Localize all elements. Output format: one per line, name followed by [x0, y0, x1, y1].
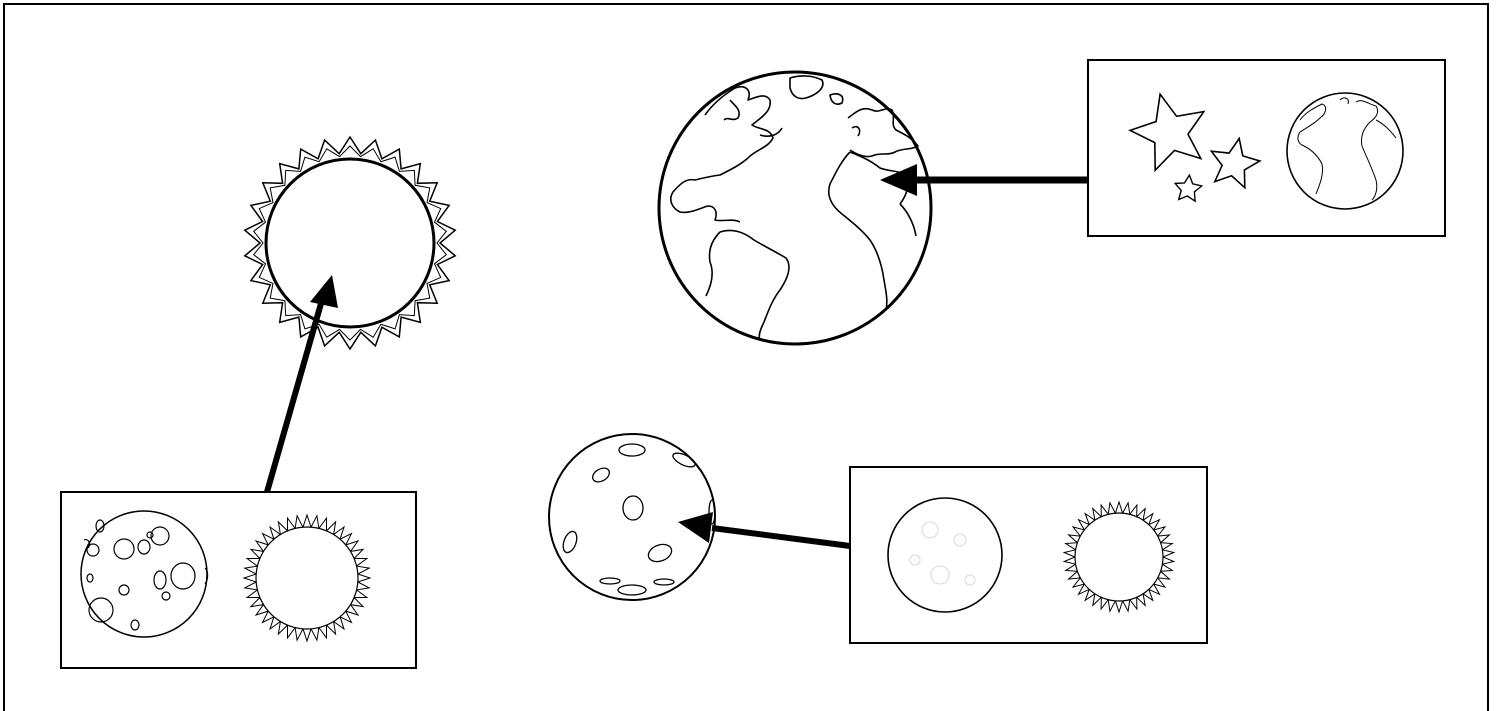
moon-craters	[909, 521, 976, 586]
sun-rays	[1062, 500, 1176, 614]
earth-large	[657, 70, 933, 346]
sun-icon	[243, 135, 457, 351]
moon-large	[548, 433, 716, 601]
sun-rays	[243, 135, 457, 351]
moon-disc	[80, 510, 208, 638]
moon-icon	[887, 497, 1003, 613]
sun-disc	[264, 157, 436, 329]
arrow-to-sun	[264, 275, 338, 493]
earth-icon	[657, 70, 933, 346]
earth-icon	[1286, 92, 1404, 210]
earth-globe	[657, 70, 933, 346]
arrows	[264, 164, 1088, 549]
earth-continents	[1297, 97, 1397, 201]
moon-disc	[887, 497, 1003, 613]
box-stars-earth	[1087, 59, 1446, 237]
sun-large	[243, 135, 457, 351]
page-frame	[3, 3, 1489, 711]
moon-icon	[80, 510, 209, 638]
star-medium	[1209, 136, 1262, 190]
arrow-to-moon	[678, 512, 851, 549]
earth-continents	[670, 75, 919, 341]
sun-icon	[1062, 500, 1176, 614]
box-moon-sun-2	[849, 466, 1208, 644]
box-moon-sun	[60, 491, 417, 669]
arrow-to-earth	[880, 164, 1088, 196]
star-large	[1128, 92, 1206, 173]
sun-disc	[255, 526, 359, 630]
star-small	[1173, 173, 1204, 203]
moon-disc	[548, 433, 716, 601]
sun-rays-inner	[252, 145, 448, 341]
stars-icon	[1128, 92, 1262, 203]
moon-craters	[83, 519, 209, 631]
sun-rays	[242, 513, 372, 643]
sun-disc	[1074, 512, 1164, 602]
earth-globe	[1286, 92, 1404, 210]
sun-icon	[242, 513, 372, 643]
moon-icon	[548, 433, 716, 601]
moon-craters	[562, 443, 716, 596]
